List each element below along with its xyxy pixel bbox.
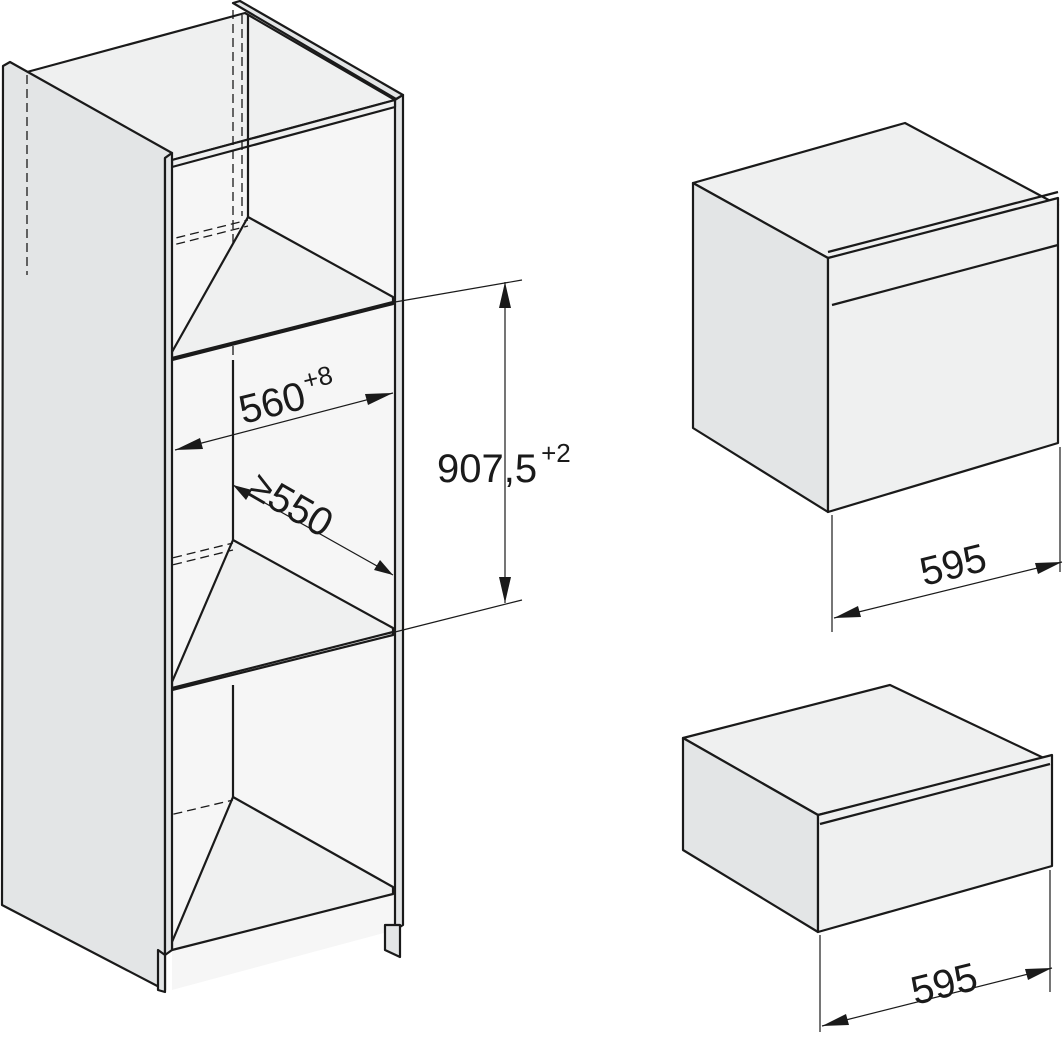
oven-front: [826, 196, 1060, 514]
arrow-head-icon: [499, 282, 511, 308]
arrow-head-icon: [233, 485, 252, 500]
height-label: 907,5+2: [437, 438, 571, 491]
tall-cabinet: [0, 0, 405, 994]
extension-line: [394, 599, 523, 633]
oven-width-label: 595: [916, 536, 991, 595]
arrow-head-icon: [175, 438, 203, 450]
arrow-head-icon: [365, 393, 393, 405]
drawer-front: [816, 753, 1054, 934]
oven-front-edge: [827, 190, 1059, 254]
drawer-width-label: 595: [907, 955, 982, 1014]
arrow-head-icon: [1025, 968, 1052, 980]
warming-drawer: 595: [681, 683, 1054, 1032]
drawer-width-dimension-line: [821, 967, 1053, 1027]
extension-line: [394, 279, 523, 303]
drawer-lip-line: [819, 762, 1051, 826]
width-dimension-line: [174, 392, 394, 451]
arrow-head-icon: [374, 560, 393, 575]
right-leg: [383, 923, 402, 959]
left-leg: [156, 948, 167, 994]
middle-shelf-front: [171, 630, 394, 690]
upper-shelf-front: [171, 300, 394, 360]
arrow-head-icon: [499, 577, 511, 603]
depth-dimension-line: [232, 484, 394, 576]
arrow-head-icon: [822, 1014, 849, 1026]
arrow-head-icon: [1035, 562, 1062, 574]
oven-appliance: 595: [691, 121, 1063, 632]
right-side-panel: [393, 93, 405, 932]
oven-control-panel-line: [831, 243, 1059, 307]
left-panel-front-edge: [163, 151, 174, 957]
arrow-head-icon: [834, 606, 861, 618]
oven-width-dimension-line: [833, 561, 1063, 619]
